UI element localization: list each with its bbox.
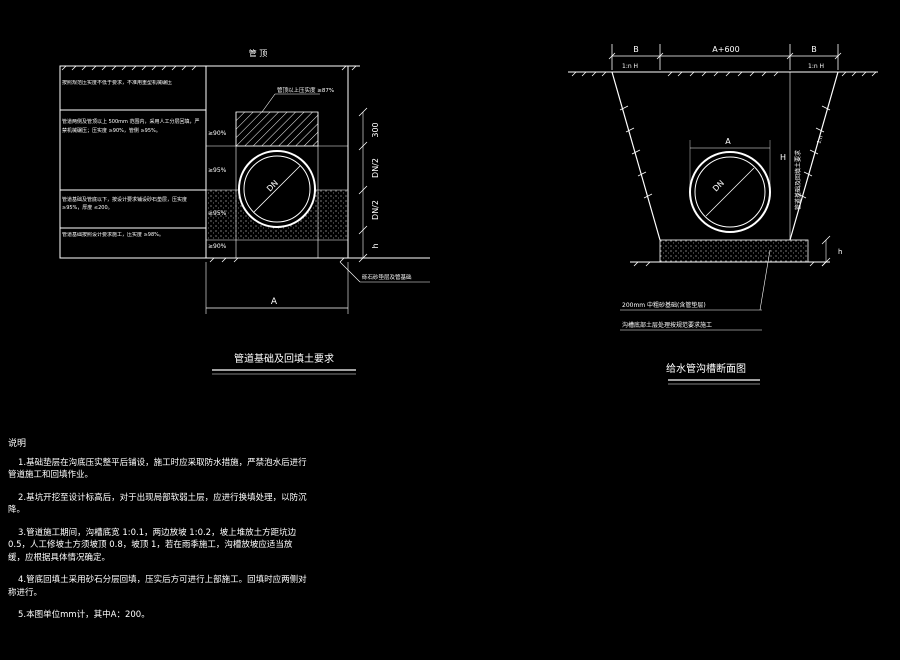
table-row-3: 管道基础及管底以下，按设计要求铺设砂石垫层，压实度 ≥95%，厚度 ≤200。: [62, 197, 188, 211]
table-row-4: 管道基础按照设计要求施工，压实度 ≥98%。: [62, 232, 164, 238]
compaction-3: ≥95%: [208, 210, 227, 217]
dim-dn2-lower: DN/2: [371, 200, 380, 220]
ground-hatch-right: [571, 71, 877, 77]
hatched-backfill-zone: [235, 111, 319, 147]
dim-300: 300: [371, 122, 380, 137]
notes-title: 说明: [8, 439, 27, 449]
ground-hatch-left: [61, 65, 357, 71]
dim-h-big: H: [780, 153, 786, 162]
top-note: 管顶以上压实度 ≥87%: [277, 86, 334, 94]
dim-h-left: h: [371, 243, 380, 248]
left-header: 管 顶: [249, 48, 268, 58]
pipe-inner: [243, 155, 311, 223]
notes-block: 说明 1.基础垫层在沟底压实整平后铺设，施工时应采取防水措施，严禁泡水后进行管道…: [8, 438, 308, 632]
compaction-2: ≥95%: [208, 167, 227, 174]
right-section-drawing: B A+600 B 1:n H 1:n H: [568, 44, 878, 385]
side-mark: 1:n: [816, 135, 824, 145]
dim-b-right: B: [811, 45, 817, 54]
dim-a-600: A+600: [712, 45, 739, 54]
leader-note-1: 200mm 中粗砂基础(含管垫层): [622, 301, 706, 309]
compaction-4: ≥90%: [208, 243, 227, 250]
right-caption: 给水管沟槽断面图: [666, 362, 746, 375]
left-caption: 管道基础及回填土要求: [234, 352, 334, 365]
note-3: 3.管道施工期间，沟槽底宽 1:0.1，两边放坡 1:0.2，坡上堆放土方距坑边…: [8, 527, 297, 563]
leader-note-2: 沟槽底部土层处理按规范要求施工: [622, 321, 712, 329]
slope-label-right: 1:n H: [808, 63, 824, 70]
table-row-2: 管道两侧及管顶以上 500mm 范围内，采用人工分层回填，严禁机械碾压；压实度 …: [62, 119, 200, 134]
vertical-note: 管道基础及回填土要求: [794, 150, 802, 210]
dim-width-a: A: [271, 297, 278, 307]
note-5: 5.本图单位mm计，其中A：200。: [18, 610, 150, 620]
base-note: 砾石砂垫层及管基础: [362, 273, 412, 281]
dim-h-small: h: [838, 248, 842, 256]
note-2: 2.基坑开挖至设计标高后，对于出现局部软弱土层，应进行换填处理，以防沉降。: [8, 492, 307, 516]
slope-label-left: 1:n H: [622, 63, 638, 70]
slope-hatch: [619, 105, 831, 199]
dim-b-left: B: [633, 45, 639, 54]
right-inner-a: A: [725, 137, 731, 146]
note-4: 4.管底回填土采用砂石分层回填，压实后方可进行上部施工。回填时应两侧对称进行。: [8, 575, 307, 598]
left-section-drawing: 管 顶 DN: [59, 48, 430, 375]
table-row-1: 按照规范压实度不低于要求，不准用重型机械碾压: [62, 80, 173, 86]
note-1: 1.基础垫层在沟底压实整平后铺设，施工时应采取防水措施，严禁泡水后进行管道施工和…: [8, 457, 307, 481]
dim-dn2-upper: DN/2: [371, 158, 380, 178]
gravel-base: [659, 239, 809, 263]
pipe-inner-right: [694, 156, 766, 228]
compaction-1: ≥90%: [208, 130, 227, 137]
